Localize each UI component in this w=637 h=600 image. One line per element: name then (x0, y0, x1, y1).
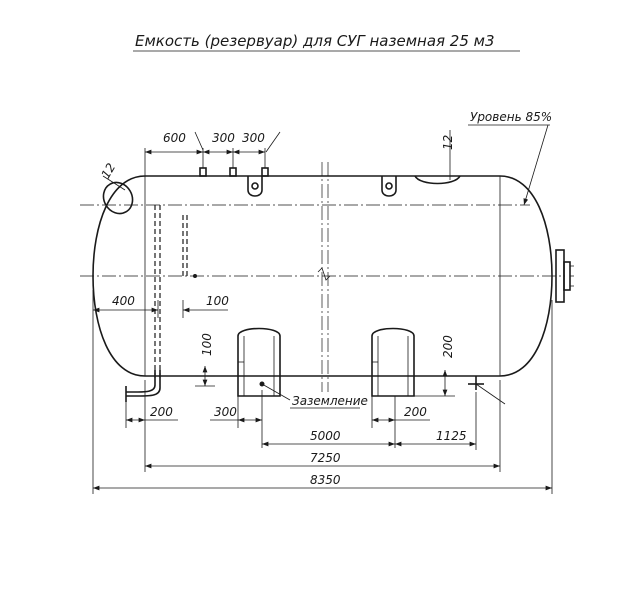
bottom-small-dims: 200 300 200 (125, 380, 430, 448)
dim-8350: 8350 (310, 473, 341, 487)
manhole-left (102, 181, 134, 215)
weld-top-label: 12 (441, 135, 455, 150)
top-nozzles (199, 167, 269, 177)
manhole-top (414, 175, 461, 185)
dim-100-v: 100 (200, 333, 214, 356)
dim-100-h: 100 (206, 294, 229, 308)
right-end-flange (555, 249, 574, 303)
dim-300-bottom: 300 (214, 405, 237, 419)
dim-7250: 7250 (310, 451, 341, 465)
right-vertical-dim: 200 (414, 335, 455, 397)
saddle-support-left (237, 327, 281, 397)
internal-pipes (125, 205, 197, 402)
weld-left-label: 12 (98, 161, 118, 181)
dim-600: 600 (163, 131, 186, 145)
dim-7250-line: 7250 (144, 380, 501, 472)
bottom-drain (468, 376, 506, 405)
left-vertical-dim: 100 (195, 333, 215, 387)
drawing-title: Емкость (резервуар) для СУГ наземная 25 … (135, 32, 495, 50)
middle-dimensions: 400 100 (93, 294, 229, 318)
dim-1125: 1125 (436, 429, 467, 443)
dim-300-a: 300 (212, 131, 235, 145)
dim-200-mid: 200 (404, 405, 427, 419)
top-dimensions: 600 300 300 (144, 131, 281, 176)
lifting-lugs (247, 176, 397, 197)
dim-300-b: 300 (242, 131, 265, 145)
dim-5000: 5000 (310, 429, 341, 443)
dim-400: 400 (112, 294, 135, 308)
saddle-support-right (371, 327, 415, 397)
level-label: Уровень 85% (470, 110, 552, 124)
dim-8350-line: 8350 (92, 290, 553, 494)
grounding-label: Заземление (292, 394, 368, 408)
dim-200-left: 200 (150, 405, 173, 419)
break-mark (317, 267, 331, 281)
dim-200-right-v: 200 (441, 335, 455, 358)
dim-5000-1125: 5000 1125 (262, 392, 477, 450)
